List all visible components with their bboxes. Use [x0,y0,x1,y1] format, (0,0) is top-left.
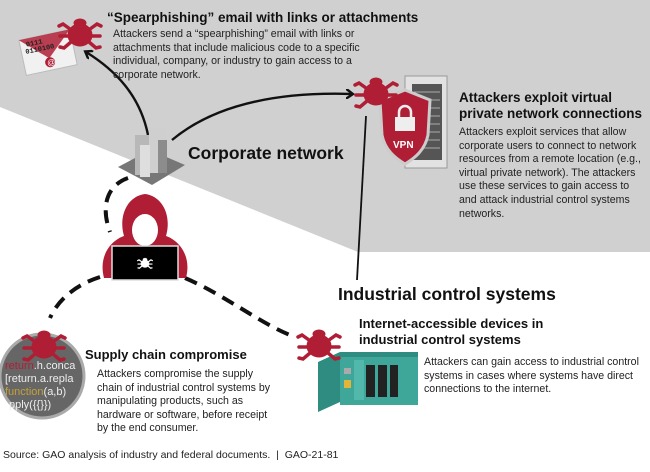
svg-text:@: @ [46,57,56,67]
plc-device-icon [318,352,418,412]
svg-text:pply({{}}): pply({{}}) [9,399,51,411]
padlock-icon [395,117,415,131]
corporate-building-icon [118,128,185,185]
internet-devices-description: Attackers can gain access to industrial … [424,356,639,396]
corporate-zone-background [0,0,650,252]
dashed-corporate-to-attacker [103,176,129,233]
bug-icon-ics [296,328,342,361]
industrial-control-systems-label: Industrial control systems [338,284,556,304]
source-note: Source: GAO analysis of industry and fed… [3,449,339,461]
vpn-badge: VPN [393,140,414,151]
supply-chain-description: Attackers compromise the supply chain of… [97,368,271,435]
vpn-description: Attackers exploit services that allow co… [459,126,641,220]
spearphishing-description: Attackers send a “spearphishing” email w… [113,28,360,81]
email-envelope-icon: 0111 0110100 @ [18,28,78,77]
internet-devices-title: Internet-accessible devices in industria… [359,316,543,348]
arrow-to-spearphishing [86,52,150,136]
vpn-title-line1: Attackers exploit virtual [459,90,613,105]
arrow-to-vpn [171,94,352,141]
svg-text:function(a,b): function(a,b) [5,386,66,398]
vpn-title: Attackers exploit virtual private networ… [459,90,642,122]
internet-devices-title-line1: Internet-accessible devices in [359,316,544,331]
spearphishing-title: “Spearphishing” email with links or atta… [107,10,419,25]
supply-chain-title: Supply chain compromise [85,347,247,362]
line-vpn-to-ics [356,115,367,281]
vpn-title-line2: private network connections [459,106,643,121]
dashed-attacker-to-supply [48,275,101,319]
vpn-server-icon: VPN [378,75,448,169]
hooded-hacker-icon [102,194,188,281]
dashed-attacker-to-ics [184,276,296,339]
svg-text:[return.a.repla: [return.a.repla [5,373,74,385]
corporate-network-label: Corporate network [188,143,344,163]
svg-text:0111: 0111 [25,38,43,49]
internet-devices-title-line2: industrial control systems [359,332,521,347]
svg-text:return.h.conca: return.h.conca [5,360,76,372]
